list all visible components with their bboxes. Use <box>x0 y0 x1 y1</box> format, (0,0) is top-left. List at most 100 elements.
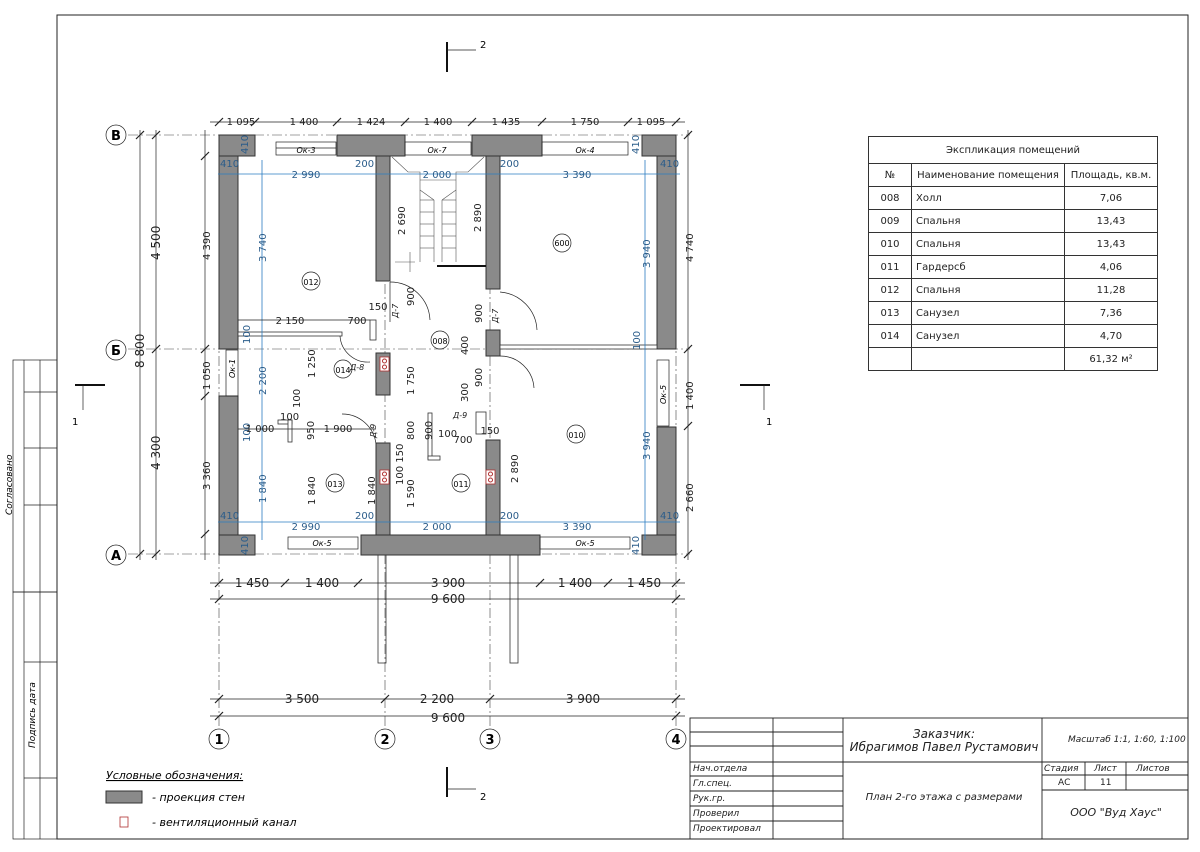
table-row: 010 Спальня 13,43 <box>868 232 1158 256</box>
dim-2890-a: 2 890 <box>473 203 484 232</box>
role-0: Нач.отдела <box>693 764 748 774</box>
dim-bot-2: 3 900 <box>431 576 465 590</box>
dim-inner-top-0: 2 990 <box>292 170 321 181</box>
row-num: 011 <box>868 255 912 279</box>
axis-markers: В Б А 1 2 3 4 <box>105 124 687 750</box>
room-012: 012 <box>303 278 318 287</box>
dim-900-d: 900 <box>424 421 435 440</box>
axis-row-v: В <box>111 129 121 144</box>
dim-left-blue-1: 2 200 <box>258 366 269 395</box>
dim-410-e: 410 <box>240 135 251 154</box>
staircase <box>391 156 485 272</box>
axis-col-4: 4 <box>671 733 680 748</box>
dim-inner-bot-0: 2 990 <box>292 522 321 533</box>
row-area: 13,43 <box>1064 209 1158 233</box>
dim-top-3: 1 400 <box>424 117 453 128</box>
company-name: ООО "Вуд Хаус" <box>1070 806 1162 819</box>
axis-col-2: 2 <box>380 733 389 748</box>
dim-900-b: 900 <box>474 304 485 323</box>
dim-bot-1: 1 400 <box>305 576 339 590</box>
axis-col-1: 1 <box>214 733 223 748</box>
table-row: 013 Санузел 7,36 <box>868 301 1158 325</box>
row-name: Спальня <box>911 232 1065 256</box>
legend-title: Условные обозначения: <box>106 769 243 782</box>
row-name: Холл <box>911 186 1065 210</box>
col-area-header: Площадь, кв.м. <box>1064 163 1158 187</box>
dim-800: 800 <box>406 421 417 440</box>
row-area: 11,28 <box>1064 278 1158 302</box>
sign-date-label: Подпись дата <box>28 682 38 748</box>
dim-right-blue-0: 3 940 <box>642 239 653 268</box>
dim-right-1: 1 400 <box>685 381 696 410</box>
table-row: 009 Спальня 13,43 <box>868 209 1158 233</box>
row-num: 014 <box>868 324 912 348</box>
dim-left-2: 4 300 <box>149 436 163 470</box>
side-stamp: Согласовано Подпись дата <box>5 359 58 840</box>
dim-top-6: 1 095 <box>637 117 666 128</box>
dim-right-0: 4 740 <box>685 233 696 262</box>
dim-2890-b: 2 890 <box>510 454 521 483</box>
dim-100-c: 100 <box>632 331 643 350</box>
row-area: 7,06 <box>1064 186 1158 210</box>
row-name: Спальня <box>911 209 1065 233</box>
role-2: Рук.гр. <box>693 794 726 804</box>
window-ok7: Ок-7 <box>427 146 447 155</box>
row-name: Санузел <box>911 301 1065 325</box>
row-num: 010 <box>868 232 912 256</box>
dim-1840-a: 1 840 <box>307 476 318 505</box>
dim-100-e: 100 <box>280 412 299 423</box>
title-block <box>689 717 1189 840</box>
dim-top-1: 1 400 <box>290 117 319 128</box>
row-area: 7,36 <box>1064 301 1158 325</box>
door-d9a: Д-9 <box>369 424 378 439</box>
window-ok5-bottom: Ок-5 <box>575 539 594 548</box>
table-row: 008 Холл 7,06 <box>868 186 1158 210</box>
walls <box>218 134 677 664</box>
room-011: 011 <box>453 480 468 489</box>
dim-bot2-2: 3 900 <box>566 692 600 706</box>
dim-left-in-2: 3 360 <box>202 461 213 490</box>
dim-950: 950 <box>306 421 317 440</box>
dim-100-d: 100 <box>292 389 303 408</box>
customer-block: Заказчик: Ибрагимов Павел Рустамович <box>846 728 1042 754</box>
dims-bottom: 1 450 1 400 3 900 1 400 1 450 9 600 3 50… <box>210 576 685 725</box>
cut2-top: 2 <box>480 40 486 51</box>
dim-200-c: 200 <box>355 511 374 522</box>
dim-700-b: 700 <box>453 435 472 446</box>
dims-top: 1 095 1 400 1 424 1 400 1 435 1 750 1 09… <box>210 117 685 128</box>
table-row: 012 Спальня 11,28 <box>868 278 1158 302</box>
row-area: 4,70 <box>1064 324 1158 348</box>
legend-vent: - вентиляционный канал <box>152 816 297 829</box>
room-010: 010 <box>568 431 583 440</box>
dims-left: 4 500 4 300 8 800 4 390 1 050 3 360 3 74… <box>133 130 269 560</box>
dim-bot2-0: 3 500 <box>285 692 319 706</box>
dim-100-b: 100 <box>242 423 253 442</box>
dims-interior: 2 690 2 890 2 890 2 150 700 150 900 900 … <box>238 203 521 508</box>
role-1: Гл.спец. <box>693 779 732 789</box>
room-008: 008 <box>432 337 447 346</box>
dim-right-2: 2 660 <box>685 483 696 512</box>
window-ok5-left: Ок-5 <box>312 539 331 548</box>
door-d7b: Д-7 <box>491 308 500 324</box>
dim-900-c: 900 <box>474 368 485 387</box>
dim-100-a: 100 <box>242 325 253 344</box>
dim-150-b: 150 <box>480 426 499 437</box>
dim-bot2-1: 2 200 <box>420 692 454 706</box>
room-009: 009 <box>554 238 569 247</box>
dim-2690: 2 690 <box>397 206 408 235</box>
dim-left-in-1: 1 050 <box>202 361 213 390</box>
cut1-left: 1 <box>72 417 78 428</box>
stage-value: АС <box>1058 778 1071 788</box>
sheet-value: 11 <box>1100 778 1112 788</box>
total-area: 61,32 м² <box>1064 347 1158 371</box>
dim-left-blue-0: 3 740 <box>258 233 269 262</box>
dim-200-d: 200 <box>500 511 519 522</box>
axis-col-3: 3 <box>485 733 494 748</box>
dim-inner-bot-1: 2 000 <box>423 522 452 533</box>
sheet-header: Лист <box>1094 764 1117 774</box>
role-3: Проверил <box>693 809 740 819</box>
legend-wall: - проекция стен <box>152 791 245 804</box>
room-013: 013 <box>327 480 342 489</box>
dim-inner-bot-2: 3 390 <box>563 522 592 533</box>
